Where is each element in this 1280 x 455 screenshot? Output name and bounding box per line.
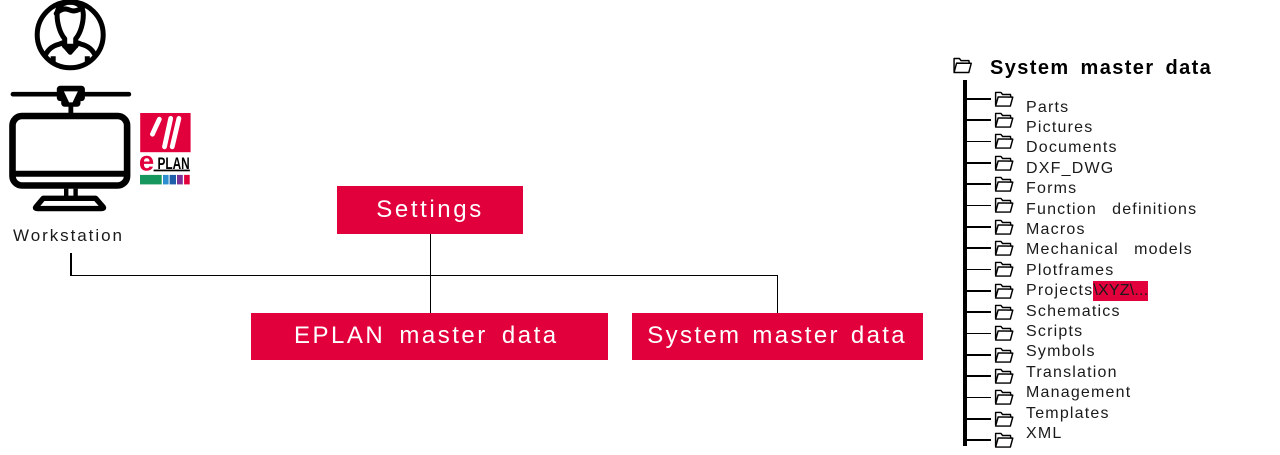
svg-text:e: e [140,146,154,177]
svg-text:PLAN: PLAN [158,155,190,173]
